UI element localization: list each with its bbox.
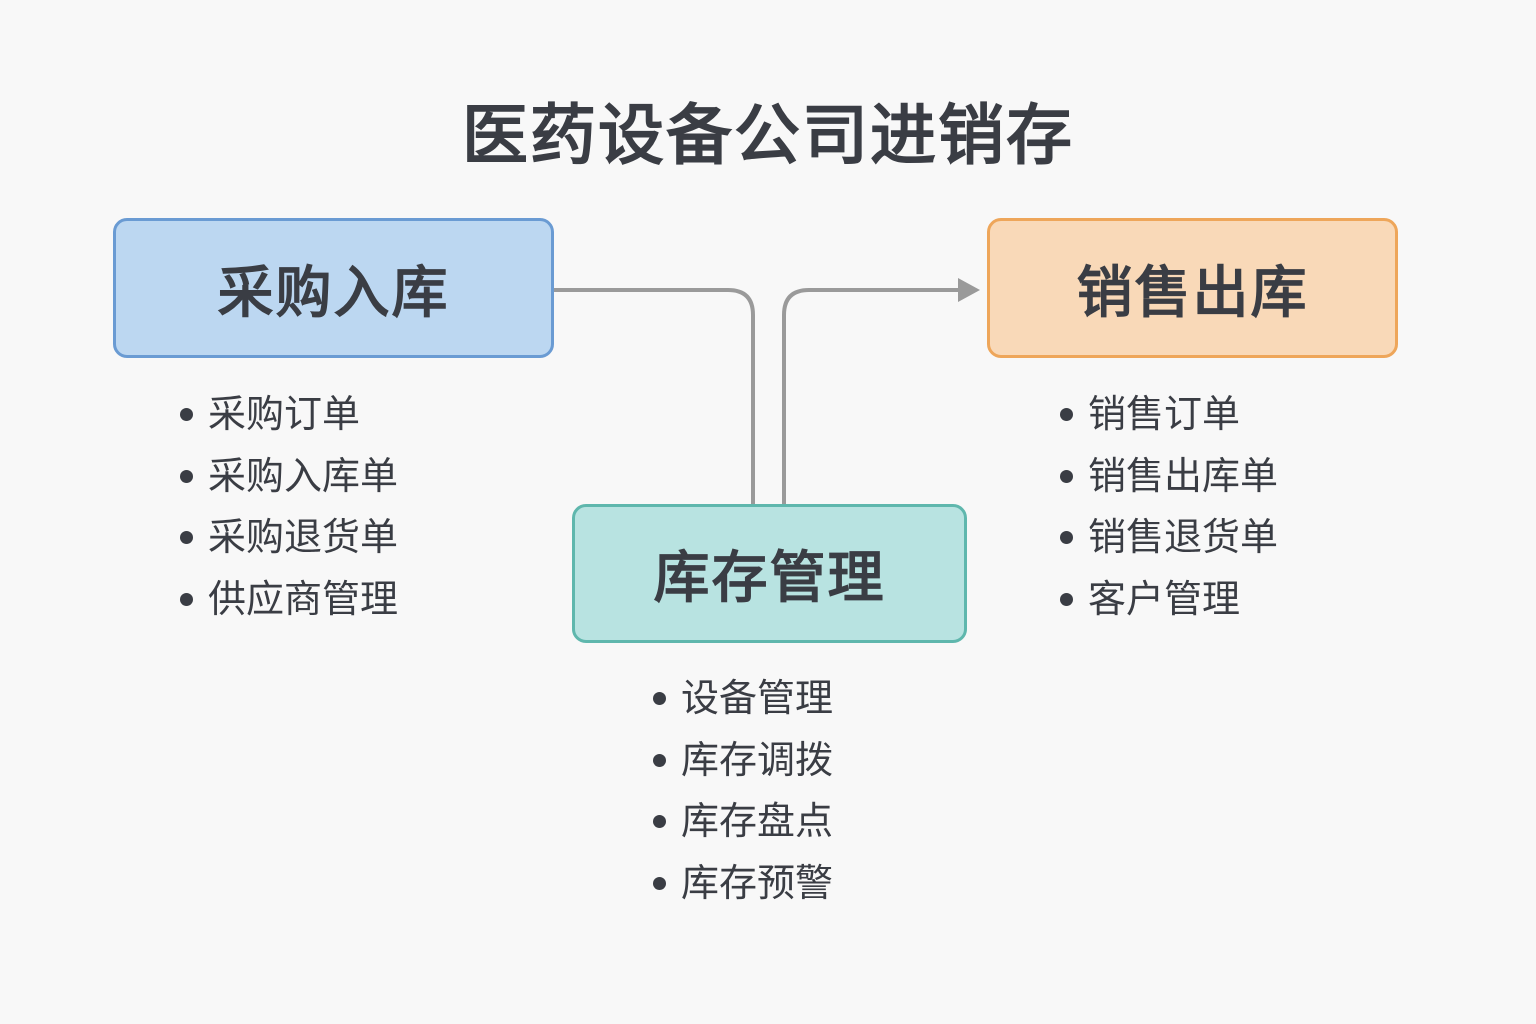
- purchase-module-box: 采购入库: [113, 218, 554, 358]
- connector-inventory-to-sales: [782, 288, 962, 504]
- list-item: 采购订单: [180, 384, 398, 446]
- list-item: 库存预警: [653, 853, 833, 915]
- list-item: 供应商管理: [180, 569, 398, 631]
- diagram-title: 医药设备公司进销存: [462, 97, 1074, 174]
- purchase-item-list: 采购订单 采购入库单 采购退货单 供应商管理: [180, 384, 398, 630]
- list-item: 销售订单: [1060, 384, 1278, 446]
- inventory-module-box: 库存管理: [572, 504, 967, 643]
- inventory-item-list: 设备管理 库存调拨 库存盘点 库存预警: [653, 668, 833, 914]
- sales-item-list: 销售订单 销售出库单 销售退货单 客户管理: [1060, 384, 1278, 630]
- list-item: 设备管理: [653, 668, 833, 730]
- connector-purchase-to-inventory: [554, 288, 755, 504]
- sales-module-box: 销售出库: [987, 218, 1398, 358]
- list-item: 库存盘点: [653, 791, 833, 853]
- list-item: 销售退货单: [1060, 507, 1278, 569]
- list-item: 采购入库单: [180, 446, 398, 508]
- list-item: 客户管理: [1060, 569, 1278, 631]
- list-item: 销售出库单: [1060, 446, 1278, 508]
- list-item: 库存调拨: [653, 730, 833, 792]
- arrowhead-icon: [958, 278, 980, 302]
- list-item: 采购退货单: [180, 507, 398, 569]
